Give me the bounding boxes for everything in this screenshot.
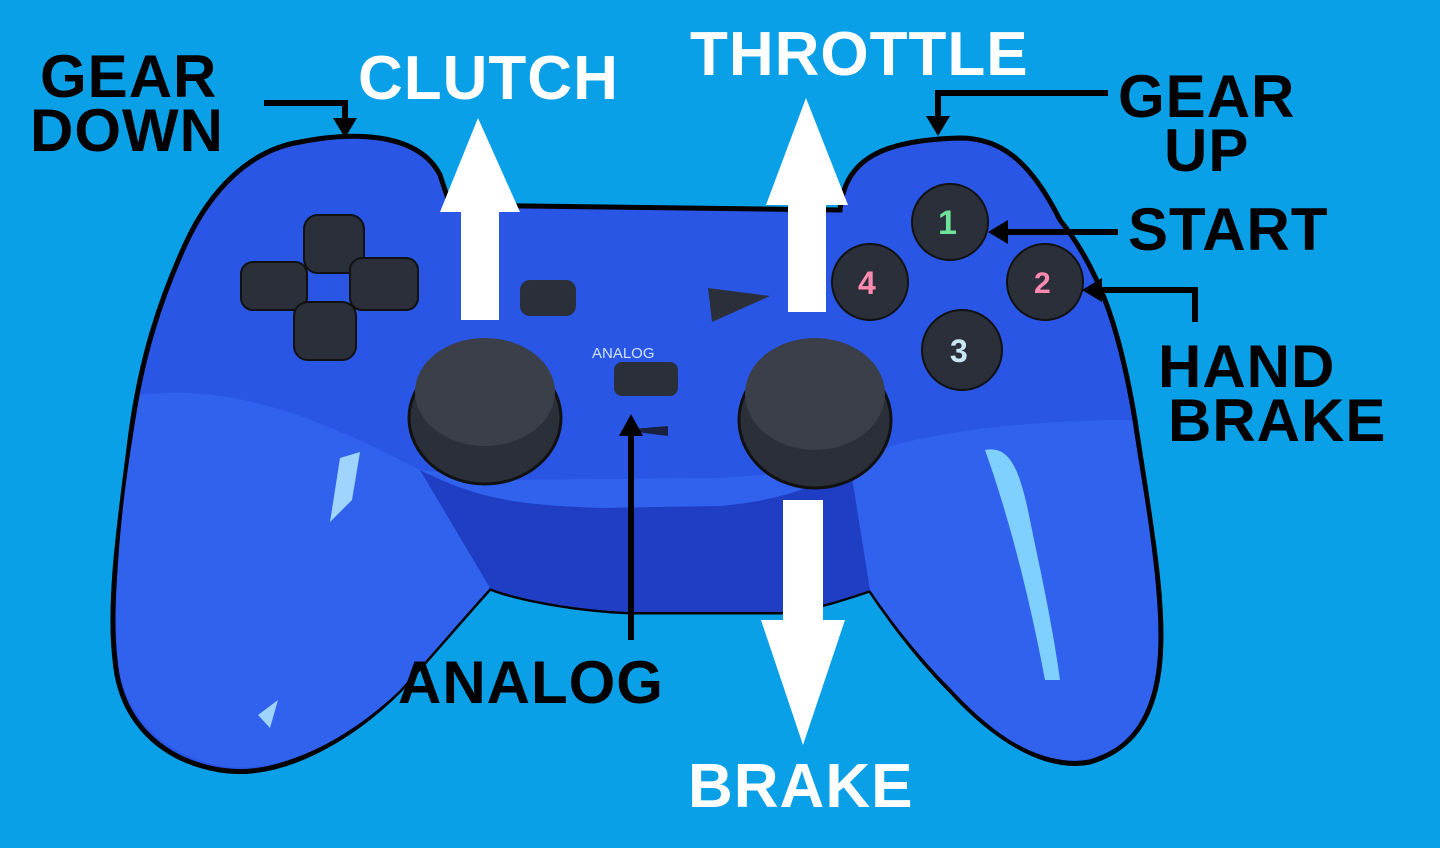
analog-button-text: ANALOG [592, 345, 655, 362]
throttle-label: THROTTLE [690, 20, 1029, 89]
right-grip-highlight [985, 449, 1060, 680]
left-grip-highlight-2 [258, 700, 278, 728]
d-pad-down[interactable] [293, 301, 357, 361]
hand-brake-pointer [1098, 287, 1198, 322]
gear-up-label: GEAR UP [1118, 63, 1296, 184]
gear-down-label: GEAR DOWN [30, 43, 224, 164]
face-button-3-label: 3 [950, 333, 968, 369]
left-grip-highlight [330, 452, 360, 522]
right-analog-stick[interactable] [737, 338, 893, 490]
gamepad-center-shadow [420, 465, 870, 612]
left-analog-stick[interactable] [407, 338, 563, 486]
face-button-4[interactable]: 4 [831, 243, 909, 321]
analog-label: ANALOG [398, 649, 664, 716]
analog-button[interactable] [614, 362, 678, 396]
gear-down-pointer [264, 100, 348, 125]
gear-down-label-line1: GEAR [40, 43, 218, 110]
analog-led [620, 426, 668, 436]
face-button-4-label: 4 [858, 265, 876, 301]
gear-up-pointer [935, 90, 1108, 122]
start-label: START [1128, 196, 1329, 263]
gear-up-label-line1: GEAR [1118, 63, 1296, 130]
face-button-2-label: 2 [1034, 267, 1051, 300]
throttle-arrow [766, 98, 848, 312]
face-button-1[interactable]: 1 [911, 183, 989, 261]
brake-arrow [761, 500, 845, 745]
pointer-arrowheads [333, 116, 1102, 436]
d-pad-right[interactable] [349, 257, 419, 311]
hand-brake-label-line2: BRAKE [1168, 387, 1387, 454]
gear-up-arrowhead [926, 116, 950, 136]
hand-brake-label-line1: HAND [1158, 333, 1336, 400]
gear-down-label-line2: DOWN [30, 97, 224, 164]
d-pad[interactable] [240, 214, 419, 361]
clutch-label: CLUTCH [358, 44, 619, 113]
start-button[interactable] [708, 288, 770, 322]
select-button[interactable] [520, 280, 576, 316]
hand-brake-label: HAND BRAKE [1158, 333, 1387, 454]
face-button-3[interactable]: 3 [921, 309, 1003, 391]
gear-down-arrowhead [333, 118, 357, 138]
hand-brake-arrowhead [1082, 278, 1102, 302]
d-pad-up[interactable] [303, 214, 365, 274]
pointer-arrows [264, 90, 1198, 640]
face-button-2[interactable]: 2 [1006, 243, 1084, 321]
face-button-1-label: 1 [938, 204, 957, 242]
gear-up-label-line2: UP [1164, 117, 1250, 184]
d-pad-left[interactable] [240, 261, 308, 311]
clutch-arrow [440, 118, 520, 320]
start-arrowhead [988, 220, 1008, 244]
brake-label: BRAKE [688, 752, 914, 821]
analog-arrowhead [619, 414, 643, 436]
gamepad: ANALOG 1 2 3 4 [110, 133, 1164, 774]
